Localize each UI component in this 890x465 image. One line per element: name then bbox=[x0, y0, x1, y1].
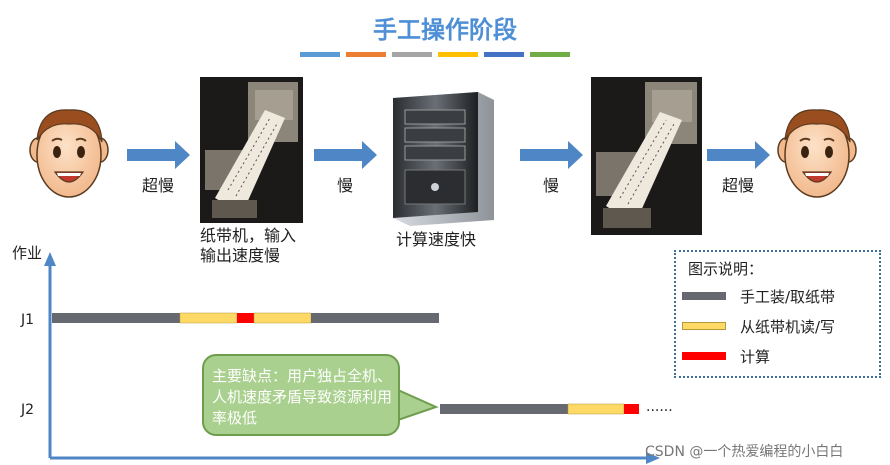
legend-item-label: 计算 bbox=[740, 348, 771, 366]
ellipsis-text: ...... bbox=[646, 399, 673, 415]
timeline-axes bbox=[44, 252, 660, 464]
arrow-label: 慢 bbox=[542, 176, 559, 195]
paper-tape-machine-icon bbox=[200, 77, 303, 223]
arrow-label: 超慢 bbox=[721, 176, 754, 195]
legend-swatch bbox=[682, 292, 726, 300]
tape-caption-line: 纸带机，输入 bbox=[200, 226, 297, 245]
bubble-tail bbox=[397, 388, 439, 422]
arrow-label: 慢 bbox=[336, 176, 353, 195]
computer-tower-icon bbox=[393, 92, 494, 226]
y-axis-label: 作业 bbox=[12, 244, 43, 262]
title-color-segment bbox=[346, 52, 386, 57]
flow-arrow-icon bbox=[707, 141, 770, 169]
row-label-j1: J1 bbox=[21, 312, 35, 328]
paper-tape-machine-icon bbox=[591, 77, 702, 235]
user-face-icon bbox=[777, 109, 857, 198]
tape-caption-line: 输出速度慢 bbox=[200, 246, 281, 265]
flow-arrow-icon bbox=[127, 141, 190, 169]
row-label-j2: J2 bbox=[21, 402, 35, 418]
title-color-segment bbox=[392, 52, 432, 57]
title-color-segment bbox=[530, 52, 570, 57]
legend-swatch bbox=[682, 352, 726, 360]
callout-text: 主要缺点：用户独占全机、人机速度矛盾导致资源利用率极低 bbox=[212, 367, 393, 427]
user-face-icon bbox=[29, 109, 109, 198]
page-title: 手工操作阶段 bbox=[373, 16, 517, 44]
arrow-label: 超慢 bbox=[141, 176, 174, 195]
legend-item-label: 手工装/取纸带 bbox=[740, 288, 836, 306]
tape-caption: 纸带机，输入 输出速度慢 bbox=[200, 226, 296, 266]
title-color-segment bbox=[484, 52, 524, 57]
legend-title: 图示说明： bbox=[688, 260, 764, 278]
legend-swatch bbox=[682, 322, 726, 330]
legend-item-label: 从纸带机读/写 bbox=[740, 318, 836, 336]
title-color-segment bbox=[300, 52, 340, 57]
job-j1-bar bbox=[52, 312, 439, 324]
watermark-text: CSDN @一个热爱编程的小白白 bbox=[645, 444, 844, 460]
flow-arrow-icon bbox=[314, 141, 377, 169]
title-color-segment bbox=[438, 52, 478, 57]
job-j2-bar bbox=[440, 403, 639, 415]
flow-arrow-icon bbox=[520, 141, 583, 169]
computer-caption: 计算速度快 bbox=[396, 230, 477, 249]
callout-bubble bbox=[202, 354, 400, 436]
